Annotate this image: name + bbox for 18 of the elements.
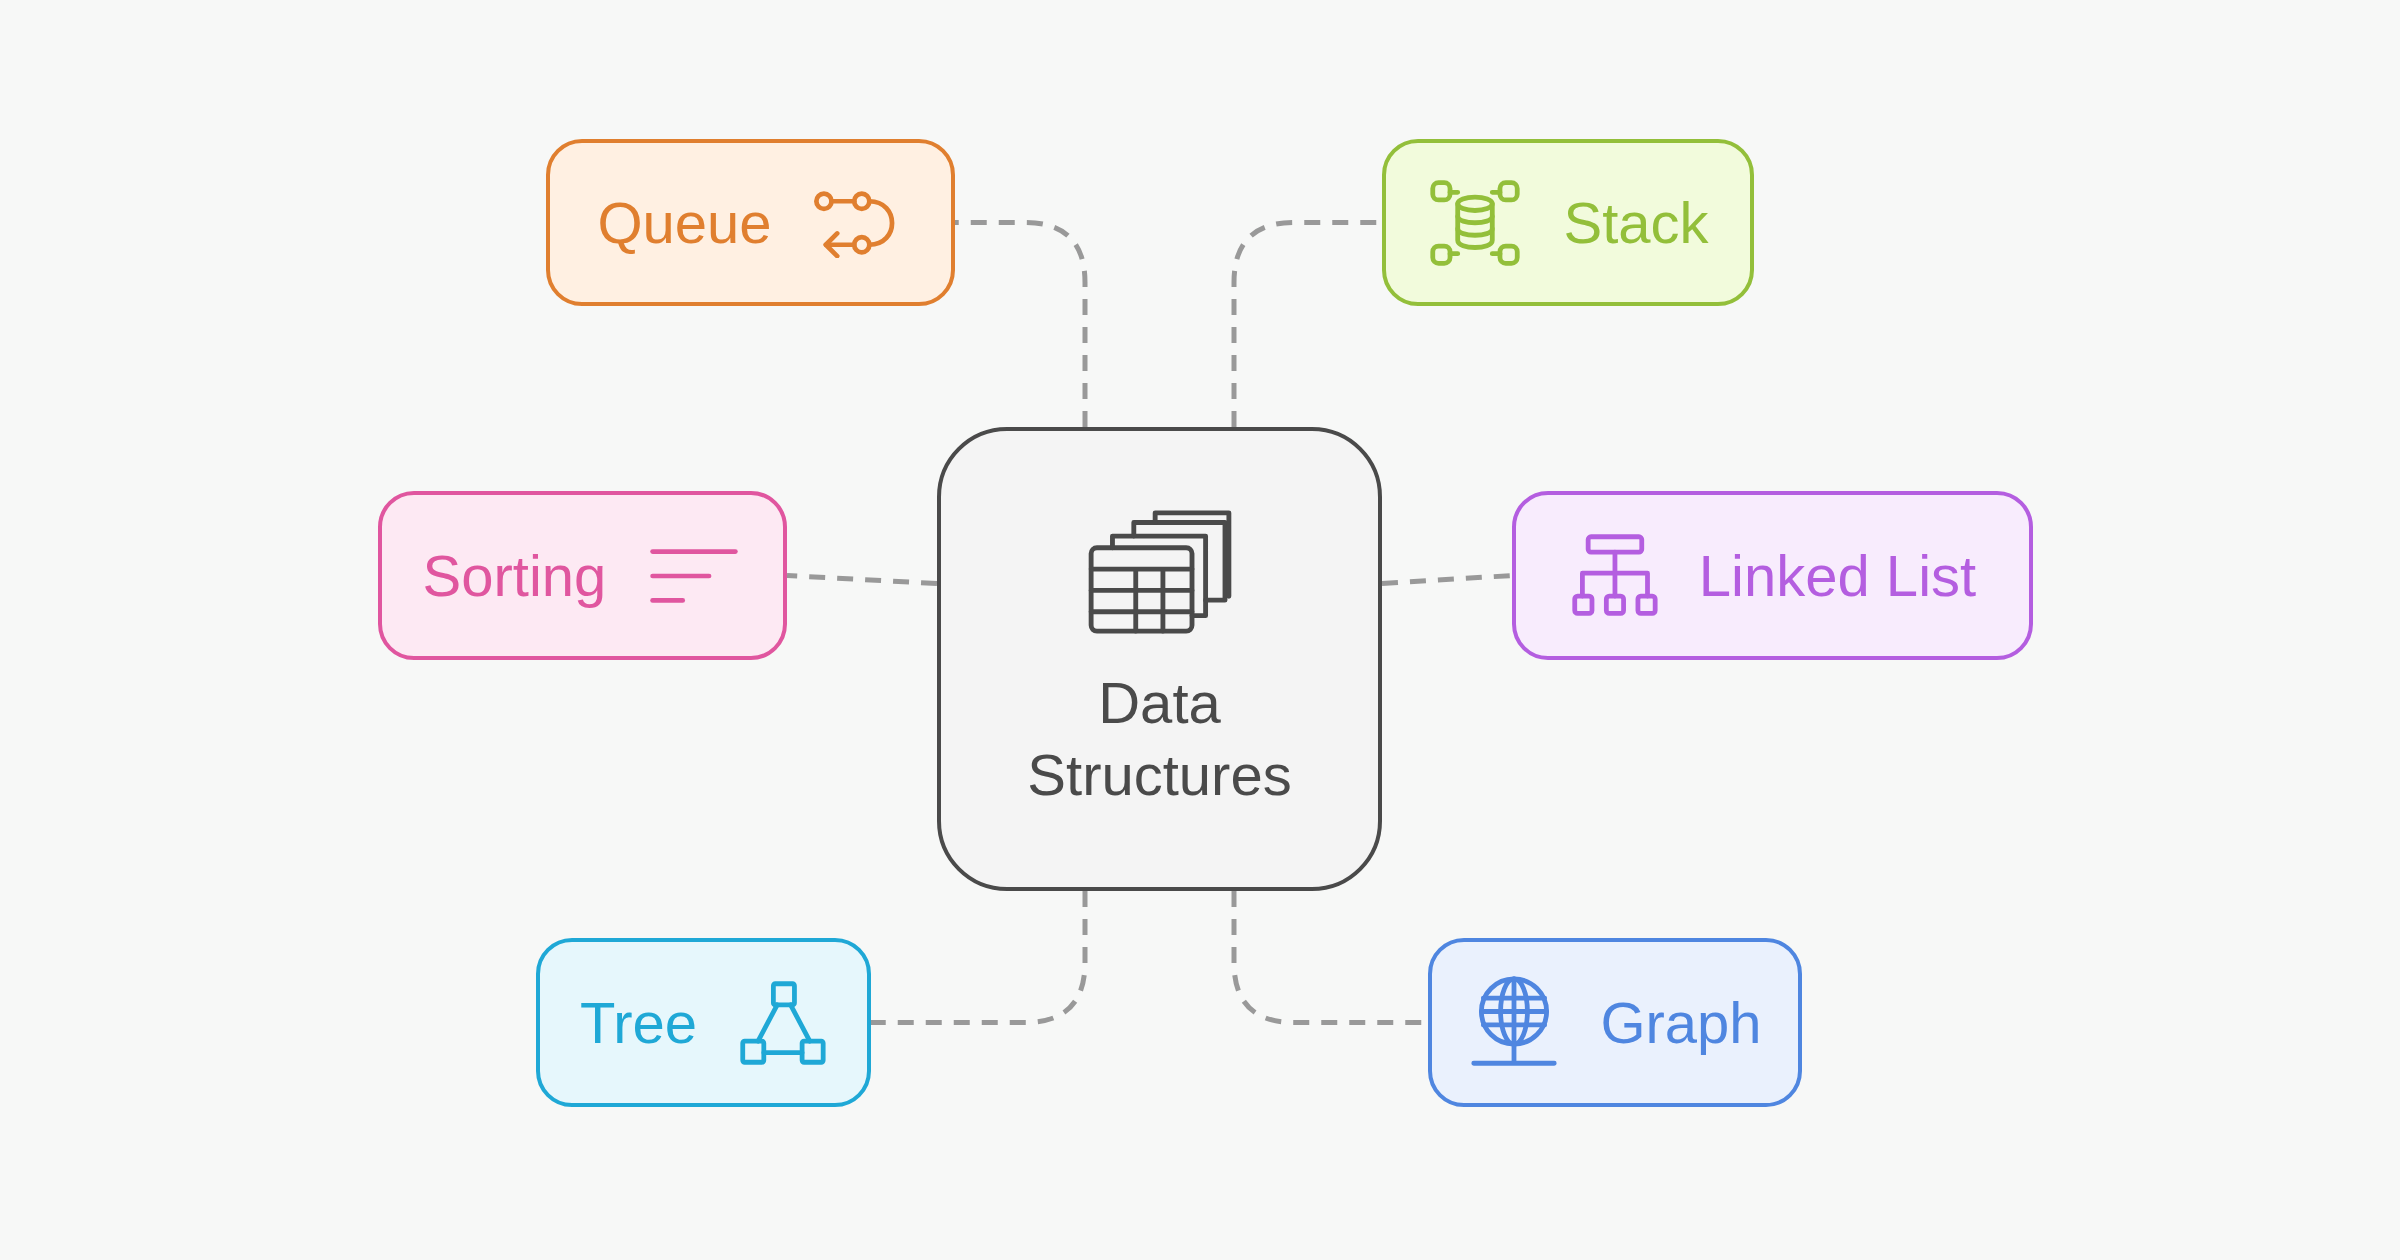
topic-box xyxy=(536,938,871,1107)
topic-label: Tree xyxy=(579,989,698,1056)
topic-label: Linked List xyxy=(1698,542,1977,609)
dashed-connector xyxy=(871,891,1088,1025)
topic-box xyxy=(378,491,787,660)
topic-box xyxy=(1428,938,1802,1107)
dashed-connector xyxy=(786,573,938,586)
central-topic-box xyxy=(937,427,1382,891)
dashed-connector xyxy=(955,220,1088,427)
dashed-connector xyxy=(1381,573,1513,586)
topic-label: Queue xyxy=(597,189,772,256)
topic-box xyxy=(546,139,955,306)
topic-label: Data Structures xyxy=(1026,668,1293,809)
topic-box xyxy=(1512,491,2033,660)
topic-box xyxy=(1382,139,1754,306)
topic-label: Graph xyxy=(1600,989,1762,1056)
topic-label: Stack xyxy=(1563,189,1709,256)
topic-label: Sorting xyxy=(422,542,607,609)
